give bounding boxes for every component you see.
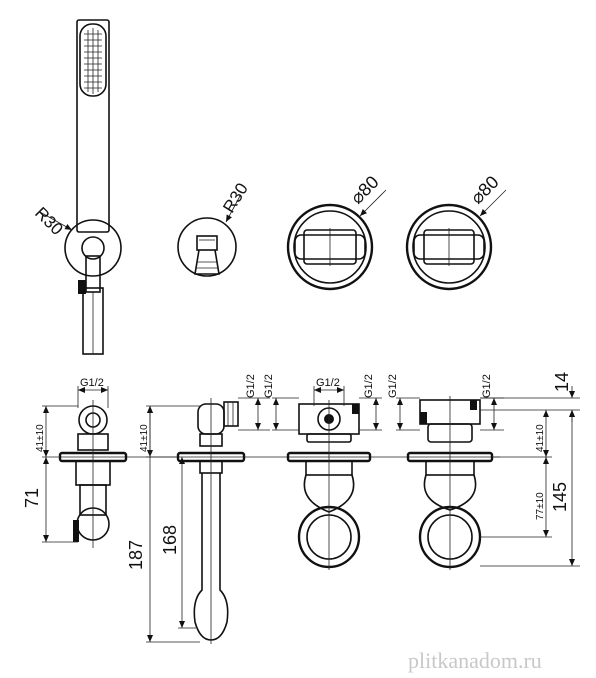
r30-mid-leader <box>225 195 241 223</box>
tol-b-label: 41±10 <box>139 424 150 452</box>
diverter-side-view-a <box>286 400 372 570</box>
g12-e-label: G1/2 <box>363 374 375 398</box>
d80-a-leader <box>359 189 387 217</box>
g12-f-label: G1/2 <box>387 374 399 398</box>
g12-c-label: G1/2 <box>316 377 340 389</box>
watermark: plitkanadom.ru <box>408 648 542 673</box>
tol-a-label: 41±10 <box>35 424 46 452</box>
tol-c-label: 41±10 <box>535 424 546 452</box>
tol-d-label: 77±10 <box>535 492 546 520</box>
d80-a-label: ⌀80 <box>347 172 383 208</box>
r30-mid-label: R30 <box>219 180 252 217</box>
diverter-knob-front-view-a <box>286 203 374 291</box>
hand-shower-front-view <box>64 19 122 355</box>
dim-14-label: 14 <box>552 372 572 392</box>
dim-145-label: 145 <box>550 482 570 512</box>
dim-71-label: 71 <box>22 488 42 508</box>
wall-elbow-front-view <box>177 217 237 277</box>
diverter-knob-front-view-b <box>405 203 493 291</box>
g12-b-label: G1/2 <box>245 374 257 398</box>
dim-168-label: 168 <box>160 525 180 555</box>
d80-b-label: ⌀80 <box>467 172 503 208</box>
holder-side-view <box>58 400 128 548</box>
r30-left-leader <box>39 211 73 231</box>
g12-d-label: G1/2 <box>263 374 275 398</box>
g12-g-label: G1/2 <box>481 374 493 398</box>
elbow-spout-side-view <box>176 398 246 644</box>
g12-a-label: G1/2 <box>80 377 104 389</box>
diverter-side-view-b <box>406 396 494 570</box>
r30-left-label: R30 <box>31 203 66 238</box>
dim-187-label: 187 <box>126 540 146 570</box>
d80-b-leader <box>479 189 507 217</box>
